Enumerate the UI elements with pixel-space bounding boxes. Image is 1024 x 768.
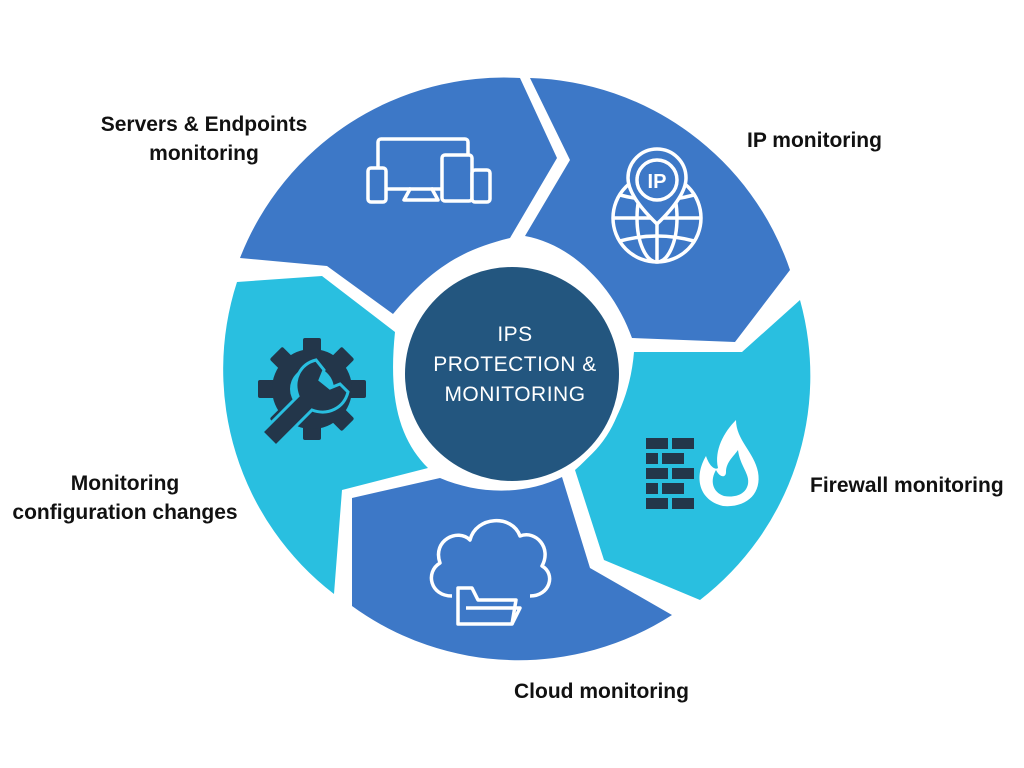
label-servers-endpoints: Servers & Endpoints monitoring xyxy=(94,110,314,168)
label-servers-endpoints-line-1: Servers & Endpoints xyxy=(100,113,308,136)
label-ip-monitoring: IP monitoring xyxy=(747,126,882,155)
cloud-folder-icon xyxy=(429,519,552,626)
label-ip-monitoring-line-1: IP monitoring xyxy=(747,129,882,152)
label-cloud-monitoring: Cloud monitoring xyxy=(514,677,689,706)
label-config-changes: Monitoring configuration changes xyxy=(0,469,250,527)
label-servers-endpoints-line-2: monitoring xyxy=(149,142,259,165)
firewall-icon xyxy=(646,420,759,509)
center-title: IPS PROTECTION & MONITORING xyxy=(410,320,620,410)
ip-globe-icon xyxy=(611,147,703,264)
segment-servers-endpoints xyxy=(240,77,557,314)
segment-firewall xyxy=(575,300,811,600)
center-title-line-2: PROTECTION & xyxy=(433,353,597,376)
ip-icon-text: IP xyxy=(648,171,667,193)
label-config-changes-line-2: configuration changes xyxy=(12,501,238,524)
label-config-changes-line-1: Monitoring xyxy=(70,472,180,495)
label-firewall-monitoring: Firewall monitoring xyxy=(810,471,1004,500)
center-title-line-1: IPS xyxy=(497,323,533,346)
devices-icon xyxy=(366,137,492,204)
label-firewall-monitoring-line-1: Firewall monitoring xyxy=(810,474,1004,497)
center-title-line-3: MONITORING xyxy=(444,383,586,406)
gear-wrench-icon xyxy=(258,338,366,449)
label-cloud-monitoring-line-1: Cloud monitoring xyxy=(514,680,689,703)
center-hub xyxy=(399,261,625,487)
segment-cloud xyxy=(352,477,672,661)
